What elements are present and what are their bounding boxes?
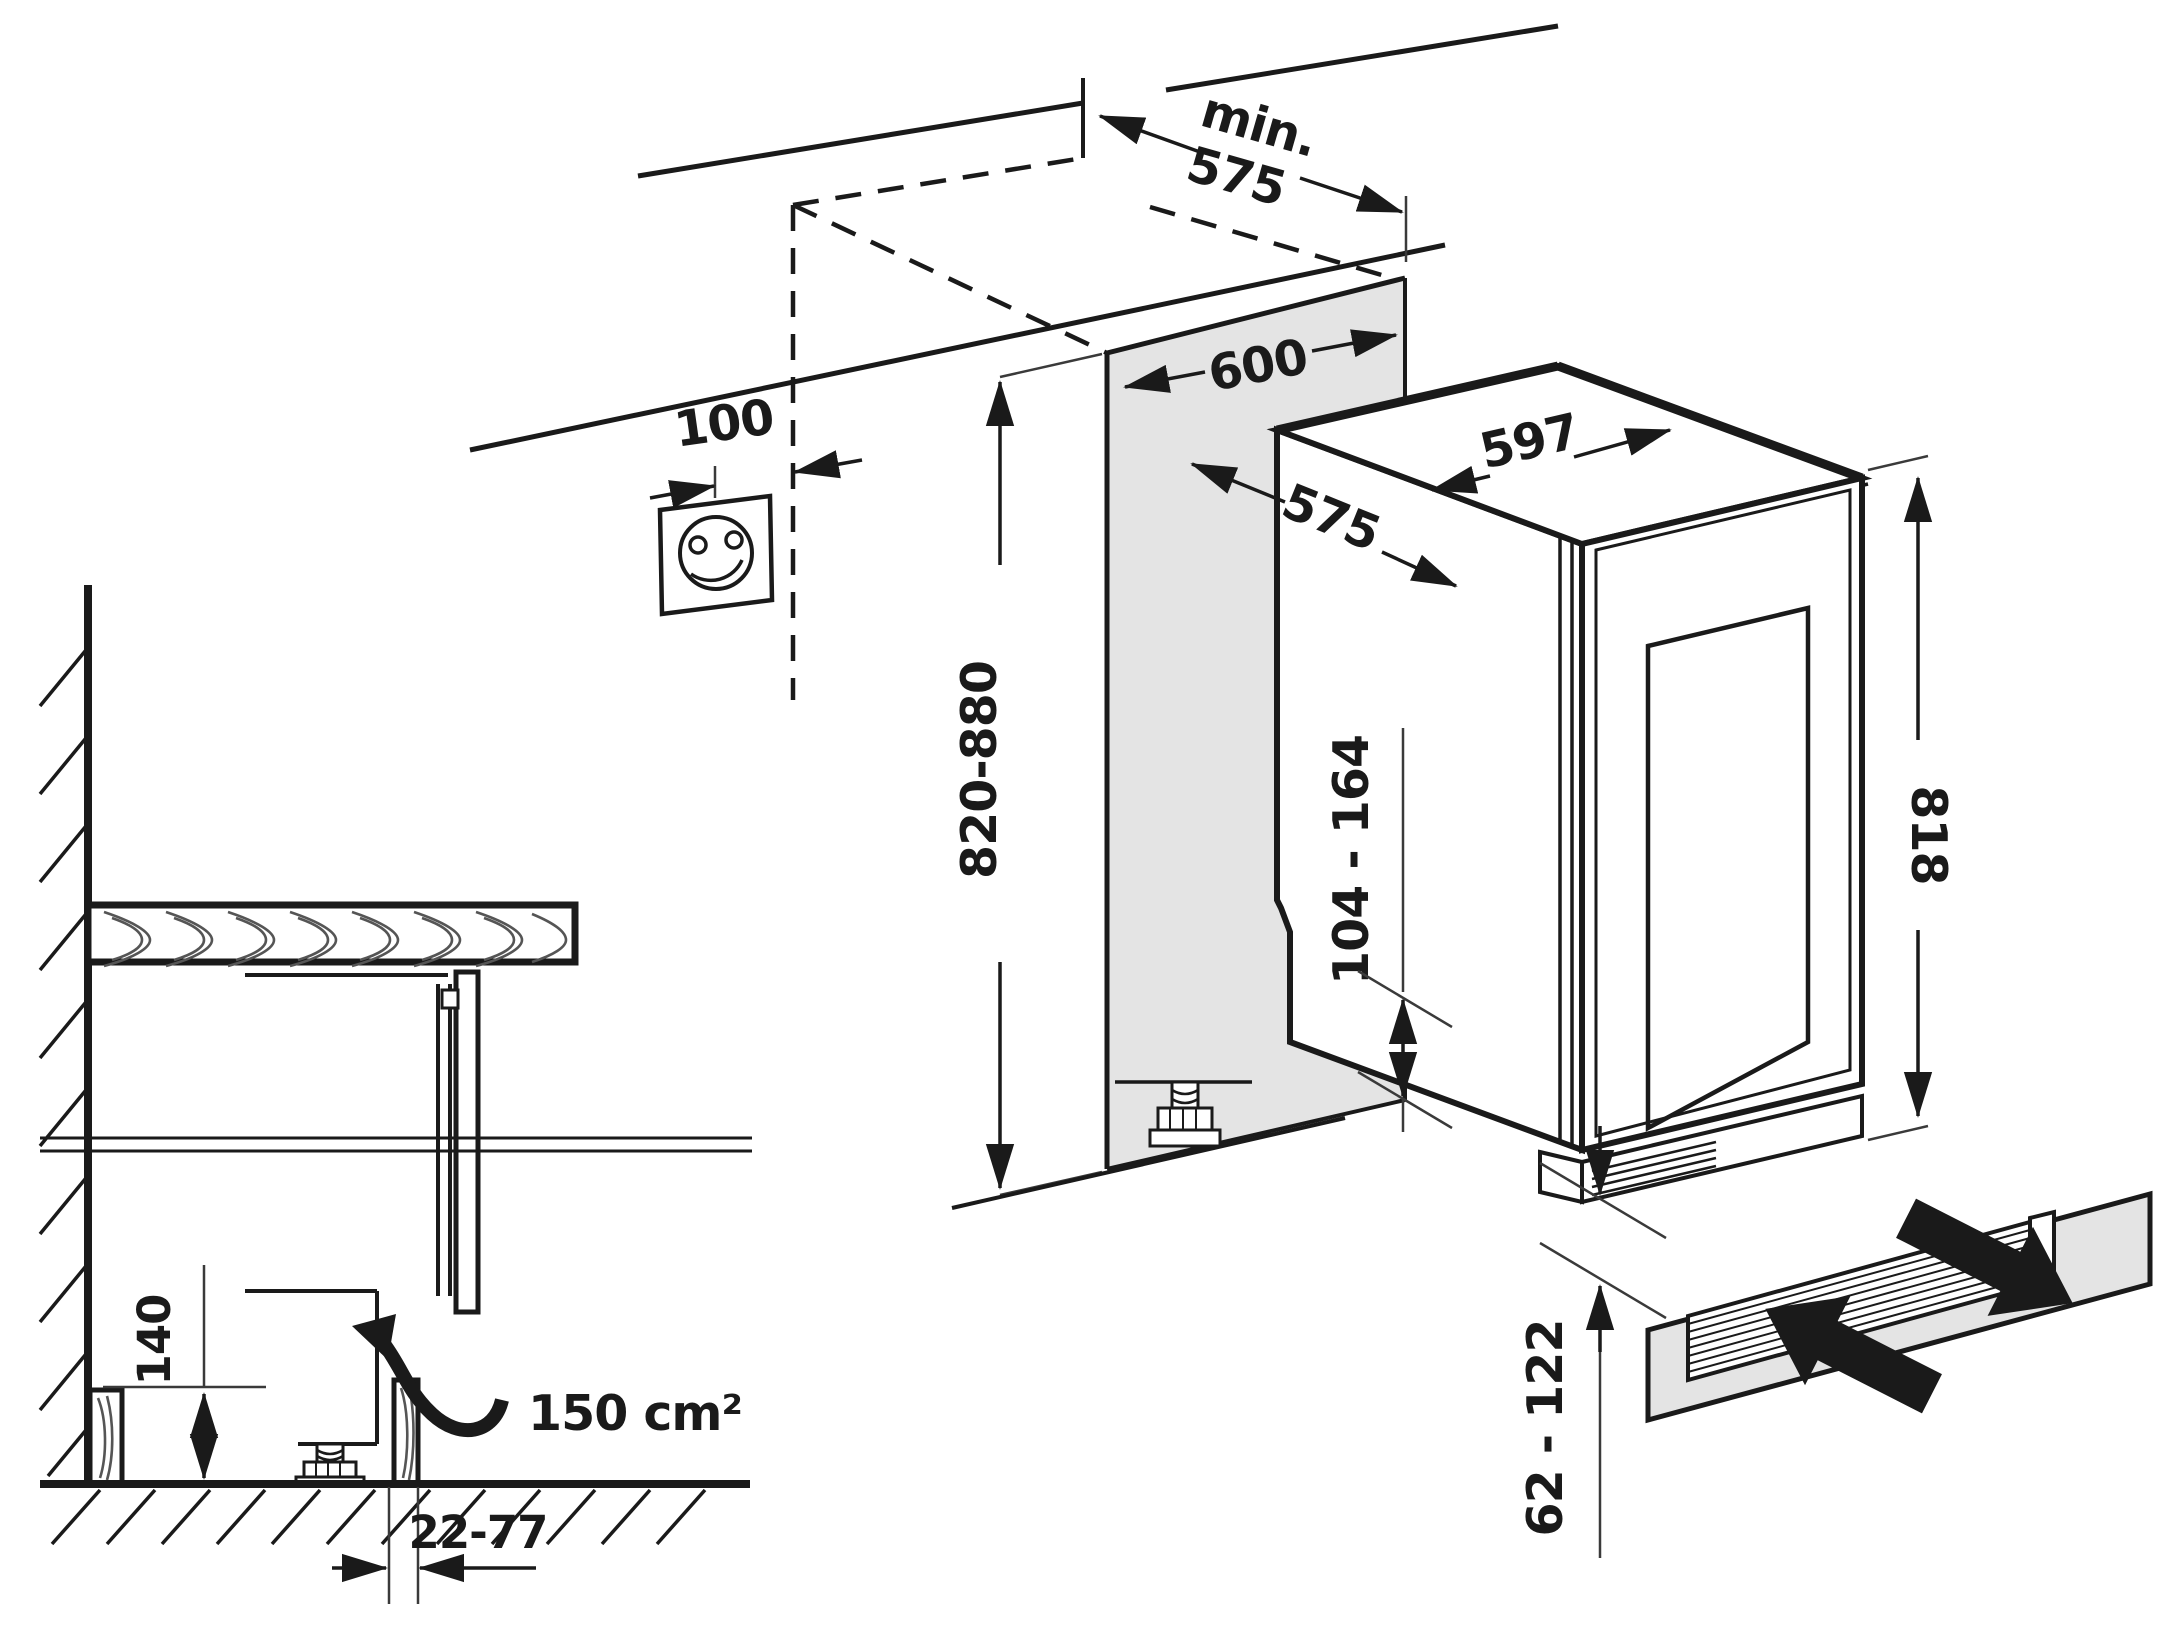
air-out-arrow-icon [1896, 1198, 2073, 1316]
appliance-isometric: 597 575 104 - 164 818 [1190, 361, 1957, 1558]
dim-label-niche-height: 820-880 [951, 661, 1008, 879]
skirting-board [87, 1387, 125, 1487]
dim-niche-height: 820-880 [951, 352, 1103, 1197]
dim-base-height-range: 104 - 164 [1323, 728, 1453, 1132]
countertop-section [84, 901, 579, 968]
dim-plinth-recess: 22-77 [332, 1487, 548, 1604]
niche-floor-edge [951, 1116, 1346, 1210]
dim-label-appliance-height: 818 [1900, 785, 1957, 884]
wall-section [38, 585, 92, 1484]
door-section [245, 969, 481, 1315]
dim-label-vent-cross-section: 150 cm² [528, 1385, 742, 1442]
appliance-door [1579, 474, 1865, 1154]
floor-section [40, 1480, 750, 1546]
dim-vent-gap-range: 62 - 122 [1517, 1126, 1667, 1558]
wall-edge-left [637, 100, 1084, 179]
dim-label-base-height-range: 104 - 164 [1323, 735, 1380, 985]
appliance-base [1538, 1093, 1864, 1205]
niche-hidden-edges [790, 155, 1403, 700]
appliance-bottom-section [245, 1289, 379, 1446]
dim-label-vent-gap-range: 62 - 122 [1517, 1320, 1574, 1537]
dim-socket-offset: 100 [649, 388, 863, 509]
adjustable-foot-icon [294, 1442, 366, 1487]
airflow-arrow-icon [352, 1314, 509, 1437]
air-in-arrow-icon [1765, 1296, 1942, 1414]
vent-grille-detail [1645, 1190, 2153, 1424]
door-glass-panel [1645, 605, 1811, 1132]
worktop-front-edge [469, 242, 1446, 453]
wall-edge-right [1165, 23, 1559, 93]
dim-floor-clearance: 140 [103, 1265, 266, 1480]
dim-label-socket-offset: 100 [671, 388, 777, 458]
dim-label-floor-clearance: 140 [128, 1295, 181, 1386]
power-outlet-icon [657, 493, 775, 617]
section-view: 140 150 cm² 22-77 [38, 585, 752, 1604]
dim-label-plinth-recess: 22-77 [409, 1506, 548, 1559]
break-lines [40, 1136, 752, 1153]
dim-appliance-height: 818 [1867, 454, 1957, 1142]
niche-adjustable-foot-icon [1115, 1080, 1252, 1148]
